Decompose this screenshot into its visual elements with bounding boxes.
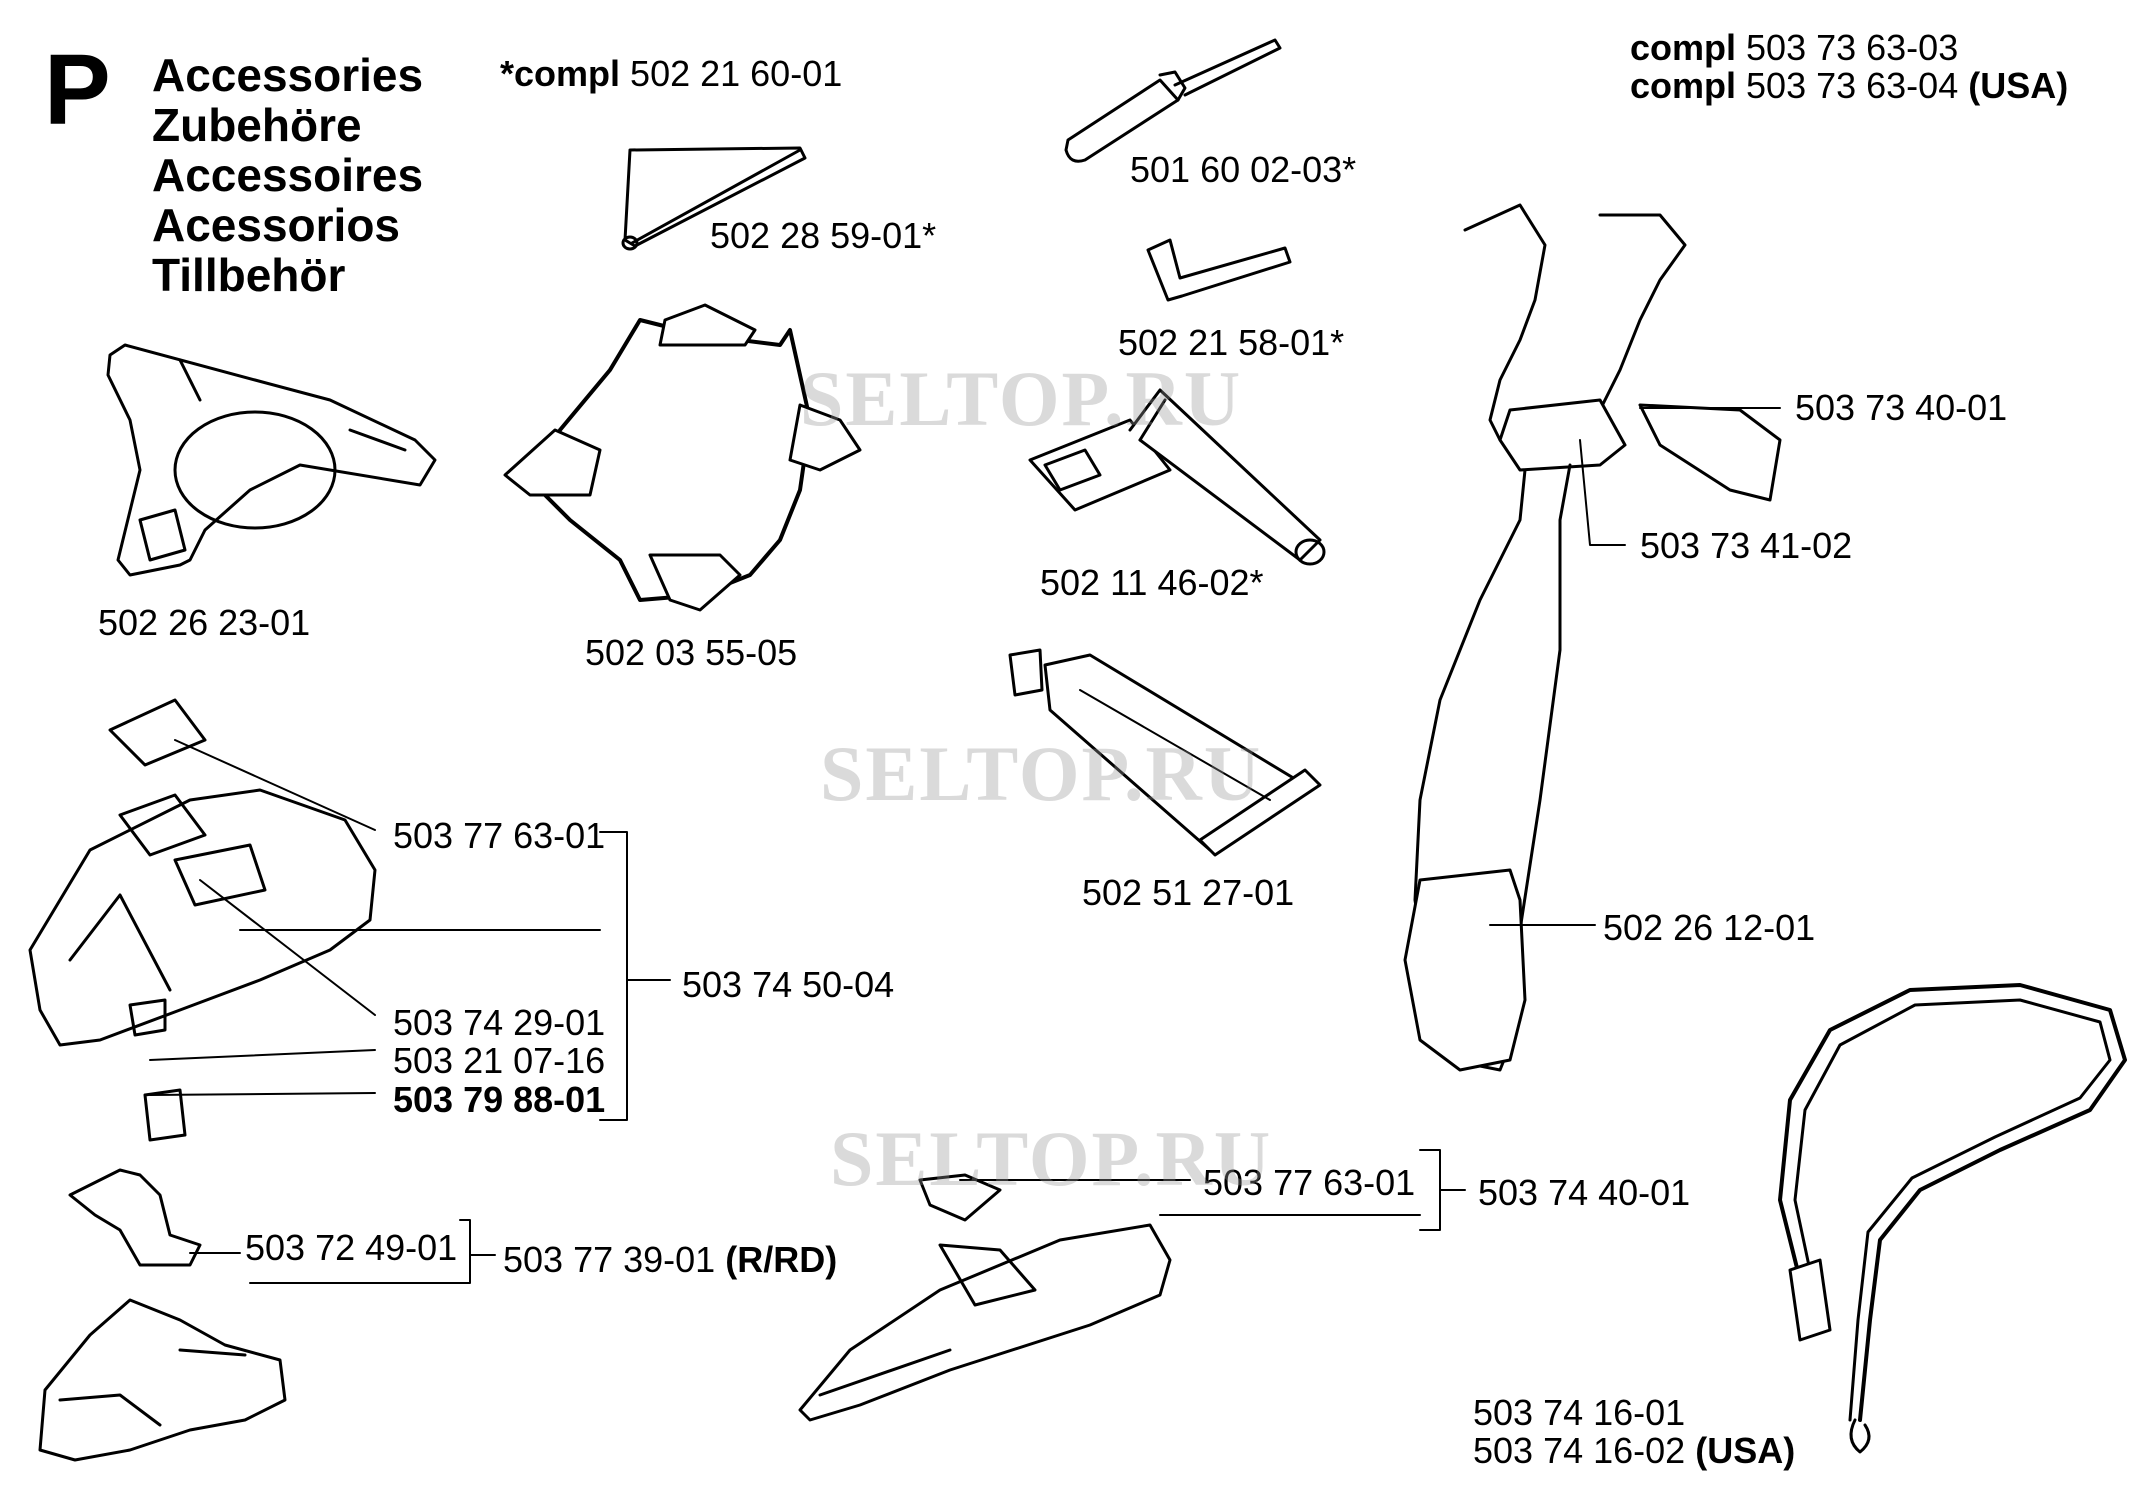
part-label: 503 74 16-01: [1473, 1392, 1686, 1433]
harness-compl-2: compl 503 73 63-04 (USA): [1630, 68, 2068, 104]
title-de: Zubehöre: [152, 99, 362, 151]
part-number: 503 74 16-02: [1473, 1430, 1686, 1471]
part-label-with-suffix: 503 77 39-01 (R/RD): [503, 1242, 837, 1278]
bracket-icon: [68, 1168, 202, 1267]
part-label: 503 72 49-01: [245, 1227, 458, 1268]
part-label: 502 51 27-01: [1082, 872, 1295, 913]
section-titles: Accessories Zubehöre Accessoires Acessor…: [152, 50, 423, 300]
part-label: 503 73 40-01: [1795, 387, 2008, 428]
part-number: 503 77 39-01: [503, 1239, 716, 1280]
part-label: 502 28 59-01*: [710, 215, 937, 256]
title-en: Accessories: [152, 49, 424, 101]
compl-number: 503 73 63-04: [1746, 65, 1959, 106]
spark-plug-wrench-icon: [1028, 388, 1326, 566]
guard-icon: [28, 698, 377, 1142]
part-suffix: (R/RD): [725, 1239, 838, 1280]
support-cup-icon: [106, 343, 437, 577]
part-label: 502 26 23-01: [98, 602, 311, 643]
watermark: SELTOP.RU: [820, 730, 1263, 817]
leader-lines: [149, 407, 1781, 1284]
shoulder-strap-icon: [1778, 983, 2127, 1454]
part-label: 503 77 63-01: [1203, 1162, 1416, 1203]
compl-note: *compl 502 21 60-01: [500, 56, 842, 92]
compl-prefix: compl: [1630, 27, 1737, 68]
rod-icon: [621, 146, 807, 251]
file-icon: [1064, 38, 1282, 163]
part-label: 503 77 63-01: [393, 815, 606, 856]
part-label: 502 26 12-01: [1603, 907, 1816, 948]
part-label: 503 74 50-04: [682, 964, 895, 1005]
part-label: 503 73 41-02: [1640, 525, 1853, 566]
hex-key-icon: [1146, 238, 1292, 302]
guard-icon: [798, 1173, 1172, 1422]
watermark: SELTOP.RU: [800, 355, 1243, 442]
part-label: 503 21 07-16: [393, 1040, 606, 1081]
section-letter: P: [44, 34, 111, 146]
part-suffix: (USA): [1695, 1430, 1796, 1471]
harness-compl-1: compl 503 73 63-03: [1630, 30, 1958, 66]
compl-number: 503 73 63-03: [1746, 27, 1959, 68]
compl-prefix: compl: [1630, 65, 1737, 106]
part-label: 502 11 46-02*: [1040, 562, 1264, 603]
compl-number: 502 21 60-01: [630, 53, 843, 94]
watermark: SELTOP.RU: [830, 1115, 1273, 1202]
title-sv: Tillbehör: [152, 249, 346, 301]
compl-suffix: (USA): [1968, 65, 2069, 106]
part-label: 503 74 40-01: [1478, 1172, 1691, 1213]
part-label: 501 60 02-03*: [1130, 149, 1357, 190]
part-label: 503 74 29-01: [393, 1002, 606, 1043]
compl-prefix: *compl: [500, 53, 621, 94]
grease-tube-icon: [1008, 648, 1322, 857]
part-label-with-suffix: 503 74 16-02 (USA): [1473, 1433, 1795, 1469]
part-label: 502 21 58-01*: [1118, 322, 1345, 363]
blade-guard-frame-icon: [503, 303, 862, 612]
guard-icon: [38, 1298, 287, 1462]
harness-icon: [1403, 203, 1782, 1072]
part-label: 503 79 88-01: [393, 1079, 606, 1120]
title-fr: Accessoires: [152, 149, 424, 201]
title-pt: Acessorios: [152, 199, 401, 251]
part-label: 502 03 55-05: [585, 632, 798, 673]
